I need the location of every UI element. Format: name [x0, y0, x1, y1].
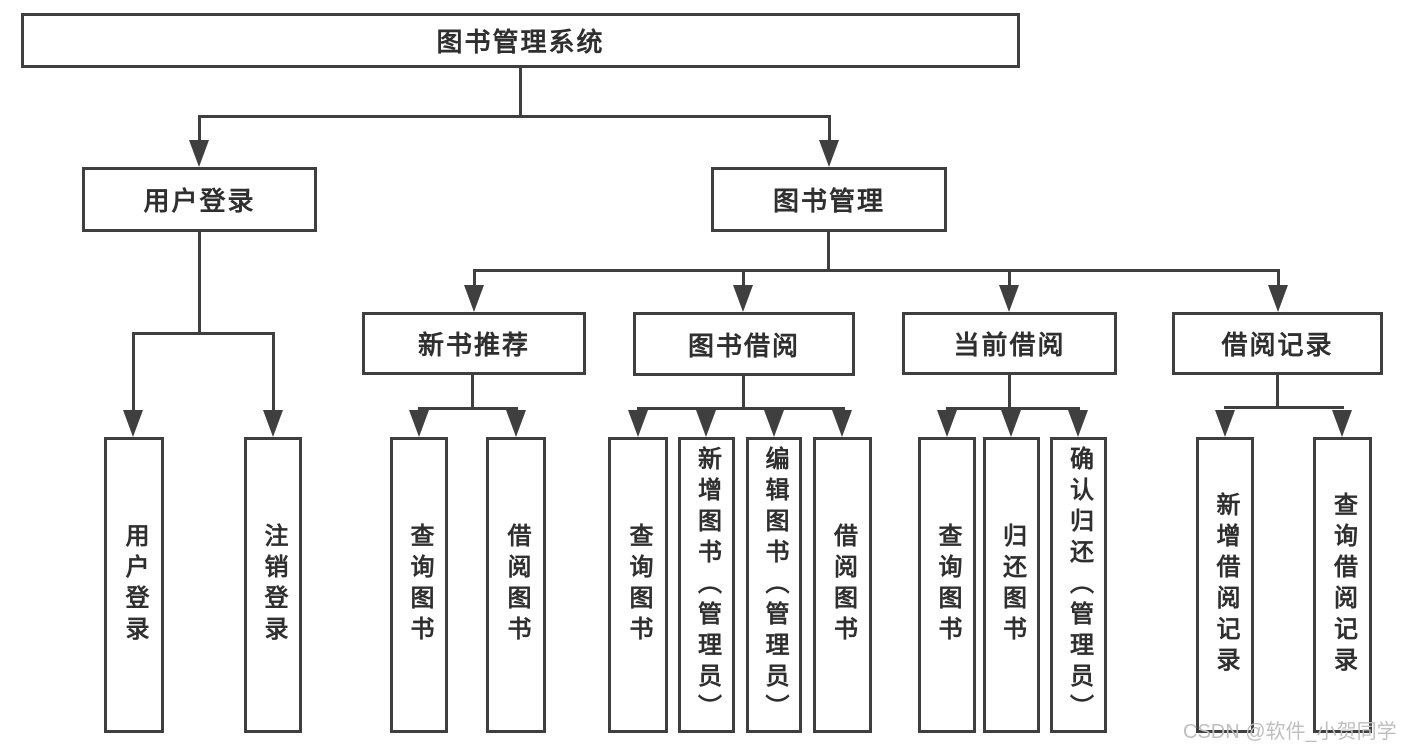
- connector-line: [132, 332, 275, 335]
- node-label: 用户登录: [121, 523, 148, 647]
- connector-line: [1008, 269, 1011, 287]
- leaf-edit-books-admin: 编辑图书（管理员）: [746, 437, 802, 733]
- arrow-down-icon: [999, 285, 1019, 312]
- node-label: 借阅图书: [829, 523, 857, 647]
- connector-line: [473, 269, 1280, 272]
- node-label: 图书借阅: [687, 330, 800, 361]
- leaf-query-books-recommend: 查询图书: [390, 437, 448, 733]
- connector-line: [637, 407, 845, 410]
- node-label: 新增图书（管理员）: [693, 445, 721, 725]
- node-label: 借阅图书: [503, 523, 530, 647]
- leaf-logout: 注销登录: [244, 437, 302, 733]
- arrow-down-icon: [506, 410, 526, 437]
- arrow-down-icon: [1215, 410, 1235, 437]
- node-label: 用户登录: [143, 186, 256, 216]
- connector-line: [1008, 375, 1011, 409]
- node-current-borrowing: 当前借阅: [902, 312, 1117, 375]
- arrow-down-icon: [764, 410, 784, 437]
- arrow-down-icon: [189, 140, 209, 167]
- watermark: CSDN @软件_小贺同学: [1183, 721, 1397, 743]
- arrow-down-icon: [937, 410, 957, 437]
- leaf-borrow-books-recommend: 借阅图书: [486, 437, 546, 733]
- arrow-down-icon: [1068, 410, 1088, 437]
- arrow-down-icon: [1332, 410, 1352, 437]
- leaf-add-borrow-record: 新增借阅记录: [1196, 437, 1254, 733]
- leaf-query-books-borrowing: 查询图书: [608, 437, 668, 733]
- arrow-down-icon: [464, 285, 484, 312]
- arrow-down-icon: [1268, 285, 1288, 312]
- node-label: 当前借阅: [953, 330, 1066, 360]
- connector-line: [946, 407, 1080, 410]
- arrow-down-icon: [409, 410, 429, 437]
- connector-line: [1224, 406, 1344, 409]
- arrow-down-icon: [123, 410, 143, 437]
- connector-line: [1277, 269, 1280, 287]
- leaf-add-books-admin: 新增图书（管理员）: [678, 437, 735, 733]
- node-label: 查询图书: [406, 523, 433, 647]
- leaf-return-books: 归还图书: [983, 437, 1040, 733]
- node-book-borrowing: 图书借阅: [633, 312, 855, 376]
- node-label: 查询图书: [625, 523, 652, 647]
- connector-line: [132, 332, 135, 410]
- leaf-confirm-return-admin: 确认归还（管理员）: [1050, 437, 1107, 733]
- arrow-down-icon: [696, 410, 716, 437]
- connector-line: [198, 115, 201, 142]
- arrow-down-icon: [733, 285, 753, 312]
- node-library-management-system: 图书管理系统: [21, 13, 1020, 68]
- node-label: 新增借阅记录: [1212, 492, 1239, 678]
- connector-line: [418, 407, 518, 410]
- leaf-user-login: 用户登录: [104, 437, 164, 733]
- leaf-query-borrow-records: 查询借阅记录: [1313, 437, 1372, 733]
- connector-line: [828, 115, 831, 142]
- connector-line: [473, 269, 476, 287]
- node-label: 图书管理系统: [436, 27, 605, 57]
- leaf-query-books-current: 查询图书: [918, 437, 976, 733]
- arrow-down-icon: [263, 410, 283, 437]
- connector-line: [742, 269, 745, 287]
- node-book-management: 图书管理: [711, 167, 947, 232]
- leaf-borrow-books: 借阅图书: [813, 437, 872, 733]
- node-label: 编辑图书（管理员）: [761, 445, 788, 725]
- node-label: 注销登录: [260, 523, 287, 647]
- arrow-down-icon: [628, 410, 648, 437]
- node-user-login: 用户登录: [82, 167, 317, 232]
- node-label: 查询图书: [934, 523, 961, 647]
- connector-line: [827, 232, 830, 272]
- node-label: 查询借阅记录: [1329, 492, 1357, 678]
- connector-line: [471, 375, 474, 409]
- node-label: 确认归还（管理员）: [1065, 445, 1093, 725]
- connector-line: [272, 332, 275, 410]
- arrow-down-icon: [1001, 410, 1021, 437]
- node-new-book-recommendation: 新书推荐: [362, 312, 586, 375]
- node-label: 图书管理: [772, 186, 885, 216]
- node-label: 借阅记录: [1221, 330, 1334, 360]
- connector-line: [519, 68, 522, 118]
- arrow-down-icon: [832, 410, 852, 437]
- connector-line: [198, 232, 201, 335]
- node-label: 新书推荐: [417, 330, 530, 360]
- connector-line: [1276, 375, 1279, 408]
- node-label: 归还图书: [998, 523, 1026, 647]
- connector-line: [198, 115, 831, 118]
- arrow-down-icon: [819, 140, 839, 167]
- connector-line: [742, 376, 745, 409]
- node-borrowing-records: 借阅记录: [1172, 312, 1383, 375]
